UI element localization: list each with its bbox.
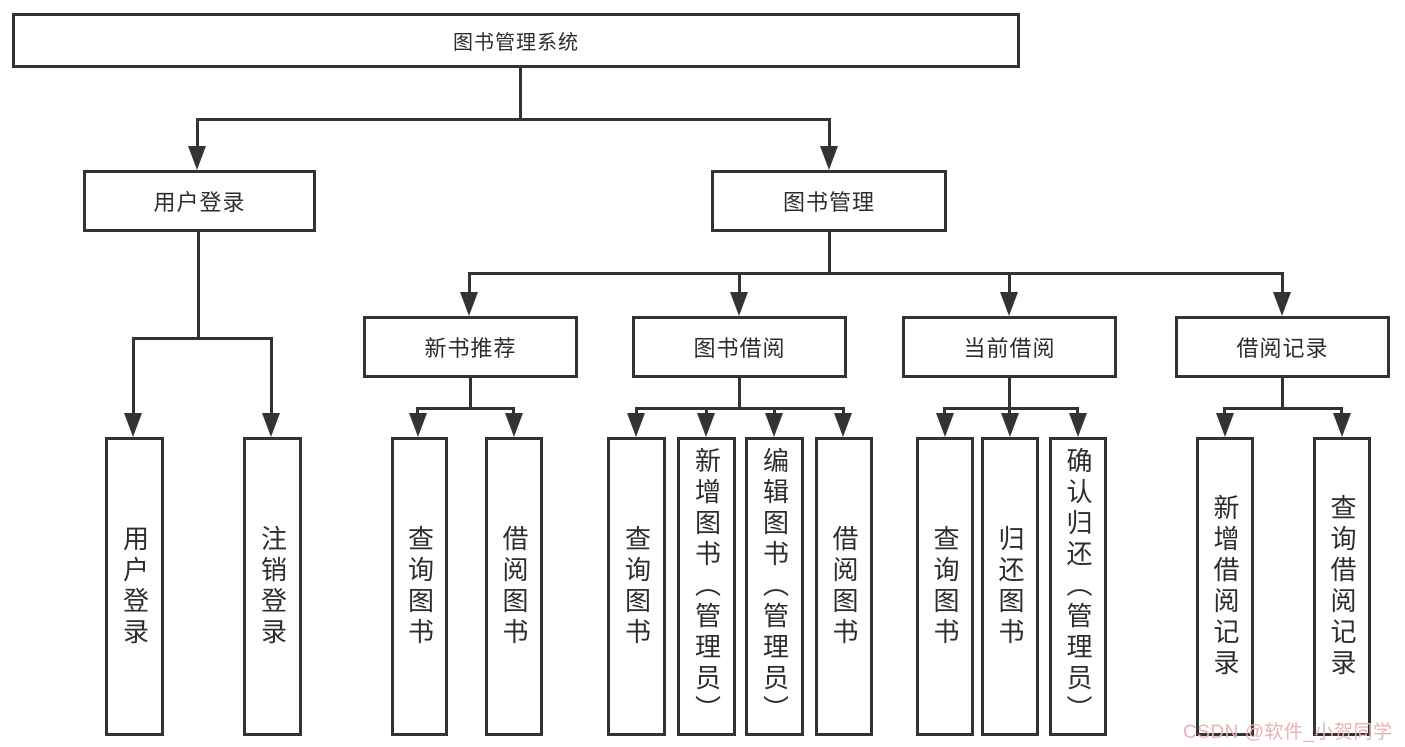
- leaf-add-book: 新增图书（管理员）: [677, 437, 736, 736]
- arrowhead-current-borrow: [1000, 292, 1018, 316]
- edge-drop-add-record: [1223, 407, 1226, 417]
- edge-book-borrow-stub: [738, 378, 741, 407]
- node-user-login-label: 用户登录: [153, 190, 246, 215]
- node-current-borrow: 当前借阅: [902, 316, 1117, 378]
- leaf-return-book: 归还图书: [981, 437, 1039, 736]
- edge-drop-query-book-3: [943, 407, 946, 417]
- leaf-query-book-2: 查询图书: [607, 437, 666, 736]
- edge-level2-rail: [468, 272, 1284, 275]
- edge-borrow-record-rail: [1223, 407, 1343, 410]
- leaf-logout: 注销登录: [243, 437, 302, 736]
- edge-drop-borrow-record: [1281, 272, 1284, 294]
- edge-drop-return-book: [1008, 407, 1011, 417]
- leaf-confirm-return: 确认归还（管理员）: [1049, 437, 1107, 736]
- edge-drop-user-login: [196, 118, 199, 148]
- leaf-edit-book: 编辑图书（管理员）: [745, 437, 804, 736]
- leaf-add-record-label: 新增借阅记录: [1210, 493, 1240, 680]
- arrowhead-query-book-3: [936, 413, 954, 437]
- arrowhead-borrow-book-1: [505, 413, 523, 437]
- arrowhead-leaf-logout: [262, 413, 280, 437]
- arrowhead-query-book-2: [627, 413, 645, 437]
- edge-book-mgmt-stub: [828, 232, 831, 272]
- leaf-query-book-3-label: 查询图书: [930, 524, 960, 649]
- leaf-edit-book-label: 编辑图书（管理员）: [759, 447, 790, 726]
- node-new-book-rec: 新书推荐: [363, 316, 578, 378]
- node-root-label: 图书管理系统: [453, 32, 579, 54]
- node-book-mgmt: 图书管理: [711, 170, 947, 232]
- arrowhead-query-book-1: [409, 413, 427, 437]
- leaf-logout-label: 注销登录: [257, 524, 288, 649]
- leaf-query-record-label: 查询借阅记录: [1327, 493, 1357, 680]
- arrowhead-new-book-rec: [460, 292, 478, 316]
- node-current-borrow-label: 当前借阅: [963, 336, 1056, 361]
- edge-drop-new-book-rec: [468, 272, 471, 294]
- node-borrow-record: 借阅记录: [1175, 316, 1390, 378]
- leaf-user-login-label: 用户登录: [119, 524, 150, 649]
- arrowhead-borrow-book-2: [834, 413, 852, 437]
- csdn-watermark: CSDN @软件_小贺同学: [1183, 722, 1393, 743]
- arrowhead-book-mgmt: [820, 146, 838, 170]
- edge-level1-rail: [196, 118, 831, 121]
- node-book-borrow: 图书借阅: [632, 316, 847, 378]
- arrowhead-leaf-user-login: [124, 413, 142, 437]
- edge-book-borrow-rail: [635, 407, 845, 410]
- arrowhead-query-record: [1333, 413, 1351, 437]
- edge-user-login-rail: [132, 337, 273, 340]
- edge-drop-book-mgmt: [828, 118, 831, 148]
- edge-current-borrow-rail: [943, 407, 1079, 410]
- arrowhead-add-record: [1216, 413, 1234, 437]
- leaf-borrow-book-1: 借阅图书: [485, 437, 543, 736]
- edge-current-borrow-stub: [1008, 378, 1011, 407]
- arrowhead-book-borrow: [730, 292, 748, 316]
- edge-drop-book-borrow: [738, 272, 741, 294]
- edge-drop-query-book-1: [416, 407, 419, 417]
- leaf-add-book-label: 新增图书（管理员）: [691, 447, 722, 726]
- leaf-borrow-book-1-label: 借阅图书: [499, 524, 529, 649]
- node-borrow-record-label: 借阅记录: [1236, 336, 1329, 361]
- node-user-login: 用户登录: [83, 170, 316, 232]
- node-book-mgmt-label: 图书管理: [782, 190, 875, 215]
- leaf-query-book-2-label: 查询图书: [621, 524, 652, 649]
- leaf-confirm-return-label: 确认归还（管理员）: [1063, 447, 1093, 726]
- node-root: 图书管理系统: [12, 13, 1020, 68]
- edge-drop-query-book-2: [635, 407, 638, 417]
- leaf-borrow-book-2: 借阅图书: [815, 437, 873, 736]
- edge-drop-leaf-logout: [270, 337, 273, 415]
- leaf-query-book-1-label: 查询图书: [404, 524, 435, 649]
- leaf-user-login: 用户登录: [105, 437, 164, 736]
- edge-root-stub: [519, 68, 522, 118]
- edge-drop-borrow-book-2: [842, 407, 845, 417]
- leaf-add-record: 新增借阅记录: [1196, 437, 1254, 736]
- edge-new-book-rec-stub: [469, 378, 472, 407]
- edge-drop-current-borrow: [1008, 272, 1011, 294]
- edge-drop-query-record: [1340, 407, 1343, 417]
- edge-drop-edit-book: [773, 407, 776, 417]
- arrowhead-confirm-return: [1069, 413, 1087, 437]
- arrowhead-edit-book: [765, 413, 783, 437]
- leaf-borrow-book-2-label: 借阅图书: [829, 524, 859, 649]
- edge-user-login-stub: [197, 232, 200, 337]
- edge-borrow-record-stub: [1281, 378, 1284, 407]
- node-new-book-rec-label: 新书推荐: [424, 336, 517, 361]
- leaf-query-book-3: 查询图书: [916, 437, 974, 736]
- edge-drop-borrow-book-1: [512, 407, 515, 417]
- edge-new-book-rec-rail: [416, 407, 515, 410]
- leaf-return-book-label: 归还图书: [995, 524, 1025, 649]
- node-book-borrow-label: 图书借阅: [693, 336, 786, 361]
- arrowhead-user-login: [188, 146, 206, 170]
- arrowhead-return-book: [1001, 413, 1019, 437]
- edge-drop-leaf-user-login: [132, 337, 135, 415]
- leaf-query-book-1: 查询图书: [391, 437, 448, 736]
- edge-drop-confirm-return: [1076, 407, 1079, 417]
- arrowhead-add-book: [697, 413, 715, 437]
- leaf-query-record: 查询借阅记录: [1313, 437, 1371, 736]
- arrowhead-borrow-record: [1273, 292, 1291, 316]
- edge-drop-add-book: [705, 407, 708, 417]
